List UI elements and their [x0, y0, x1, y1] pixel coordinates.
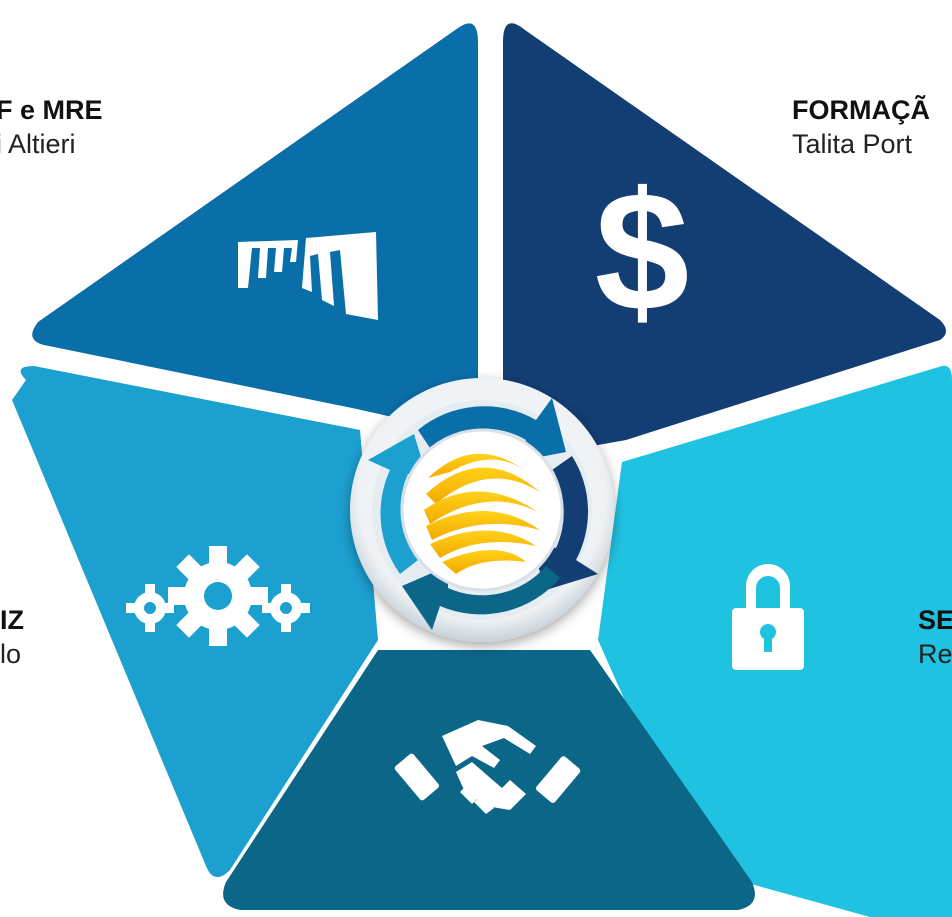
segment-top-left: [32, 23, 479, 436]
caption-left: IZ lo: [0, 604, 24, 672]
building-columns-icon: [238, 232, 378, 320]
caption-top-left: F e MRE i Altieri: [0, 94, 103, 162]
padlock-icon: [732, 564, 804, 670]
svg-text:$: $: [595, 157, 690, 347]
dollar-sign-icon: $: [595, 157, 690, 347]
sun-s-logo: [424, 453, 540, 574]
gears-icon: [126, 546, 310, 646]
caption-top-right-title: FORMAÇÃ: [792, 95, 930, 125]
caption-left-person: lo: [0, 638, 22, 669]
caption-right-title: SE: [918, 605, 952, 635]
caption-left-title: IZ: [0, 605, 24, 635]
caption-right-person: Re: [918, 638, 952, 669]
caption-top-right-person: Talita Port: [792, 128, 913, 159]
cycle-arrow-bottom: [402, 566, 560, 630]
caption-right: SE Re: [918, 604, 952, 672]
segment-top-right: [503, 23, 946, 462]
handshake-icon: [394, 720, 581, 814]
caption-top-right: FORMAÇÃ Talita Port: [792, 94, 930, 162]
caption-top-left-person: i Altieri: [0, 128, 76, 159]
caption-top-left-title: F e MRE: [0, 95, 103, 125]
